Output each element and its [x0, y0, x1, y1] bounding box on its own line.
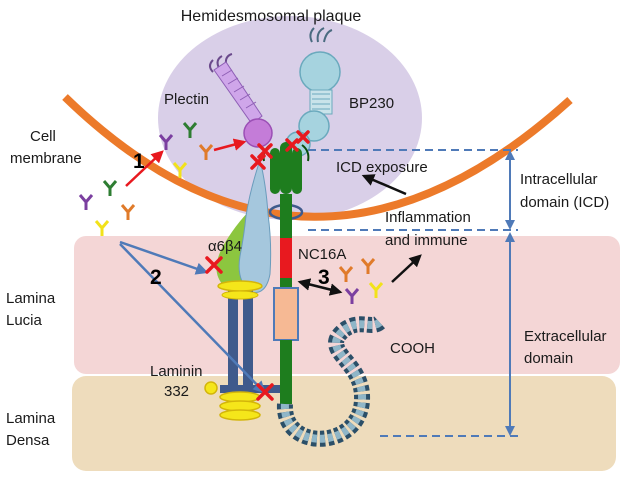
- pathway-number-1: 1: [133, 150, 145, 173]
- pathway-3-arrow: [297, 278, 343, 296]
- inflammation-arrow: [391, 254, 422, 283]
- plectin-label: Plectin: [164, 91, 209, 108]
- cell-membrane-label-1: Cell: [30, 128, 56, 145]
- pathway-number-3: 3: [318, 266, 330, 289]
- lamina-densa-label-1: Lamina: [6, 410, 56, 427]
- extracellular-label-2: domain: [524, 350, 573, 367]
- nc16a-label: NC16A: [298, 246, 346, 263]
- nc16a-domain: [280, 238, 292, 278]
- icd-exposure-label: ICD exposure: [336, 159, 428, 176]
- cell-membrane-label-2: membrane: [10, 150, 82, 167]
- pathway-number-2: 2: [150, 266, 162, 289]
- lamina-densa-label-2: Densa: [6, 432, 50, 449]
- cooh-label: COOH: [390, 340, 435, 357]
- inflammation-label-1: Inflammation: [385, 209, 471, 226]
- integrin-label: α6β4: [208, 238, 242, 255]
- plaque-attack-arrow: [213, 138, 247, 152]
- lamina-densa-band: [72, 376, 616, 471]
- plaque-title: Hemidesmosomal plaque: [181, 8, 362, 25]
- extracellular-label-1: Extracellular: [524, 328, 607, 345]
- lamina-lucia-label-2: Lucia: [6, 312, 43, 329]
- bp230-label: BP230: [349, 95, 394, 112]
- lamina-lucia-label-1: Lamina: [6, 290, 56, 307]
- icd-exposure-arrow: [361, 174, 407, 196]
- plectin-protein: [209, 53, 273, 148]
- cell-membrane: [62, 94, 573, 221]
- pathway-1-arrow: [125, 150, 164, 187]
- laminin-label-2: 332: [164, 383, 189, 400]
- bp230-protein: [285, 27, 341, 157]
- bp180-collagen-xvii: [262, 142, 386, 447]
- laminin-332: [204, 280, 280, 421]
- laminin-label-1: Laminin: [150, 363, 203, 380]
- intracellular-label-1: Intracellular: [520, 171, 598, 188]
- domain-bracket: [308, 149, 518, 437]
- pathway-2-arrow-integrin: [119, 240, 209, 275]
- inflammation-label-2: and immune: [385, 232, 468, 249]
- antibody-cluster-left: [78, 179, 136, 238]
- pathway-2-arrow-laminin: [119, 243, 266, 394]
- intracellular-label-2: domain (ICD): [520, 194, 609, 211]
- disruption-marks: [205, 130, 310, 401]
